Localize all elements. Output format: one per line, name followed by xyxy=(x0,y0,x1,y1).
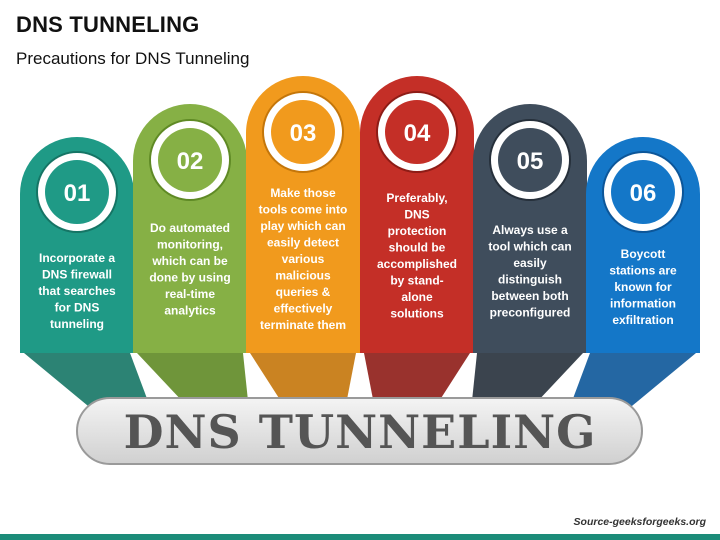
step-number: 01 xyxy=(64,180,91,207)
banner-text: DNS TUNNELING xyxy=(124,405,597,459)
step-number: 04 xyxy=(404,120,431,147)
step-number: 02 xyxy=(177,148,204,175)
footer-bar xyxy=(0,534,720,540)
title-banner: DNS TUNNELING xyxy=(76,397,643,465)
number-disc xyxy=(498,128,562,192)
step-number: 05 xyxy=(517,148,544,175)
step-number: 06 xyxy=(630,180,657,207)
number-disc xyxy=(385,100,449,164)
slide-subtitle: Precautions for DNS Tunneling xyxy=(16,49,250,68)
step-number: 03 xyxy=(290,120,317,147)
number-disc xyxy=(45,160,109,224)
number-disc xyxy=(158,128,222,192)
slide-title: DNS TUNNELING xyxy=(16,12,200,37)
number-disc xyxy=(611,160,675,224)
source-credit: Source-geeksforgeeks.org xyxy=(573,516,706,528)
number-disc xyxy=(271,100,335,164)
